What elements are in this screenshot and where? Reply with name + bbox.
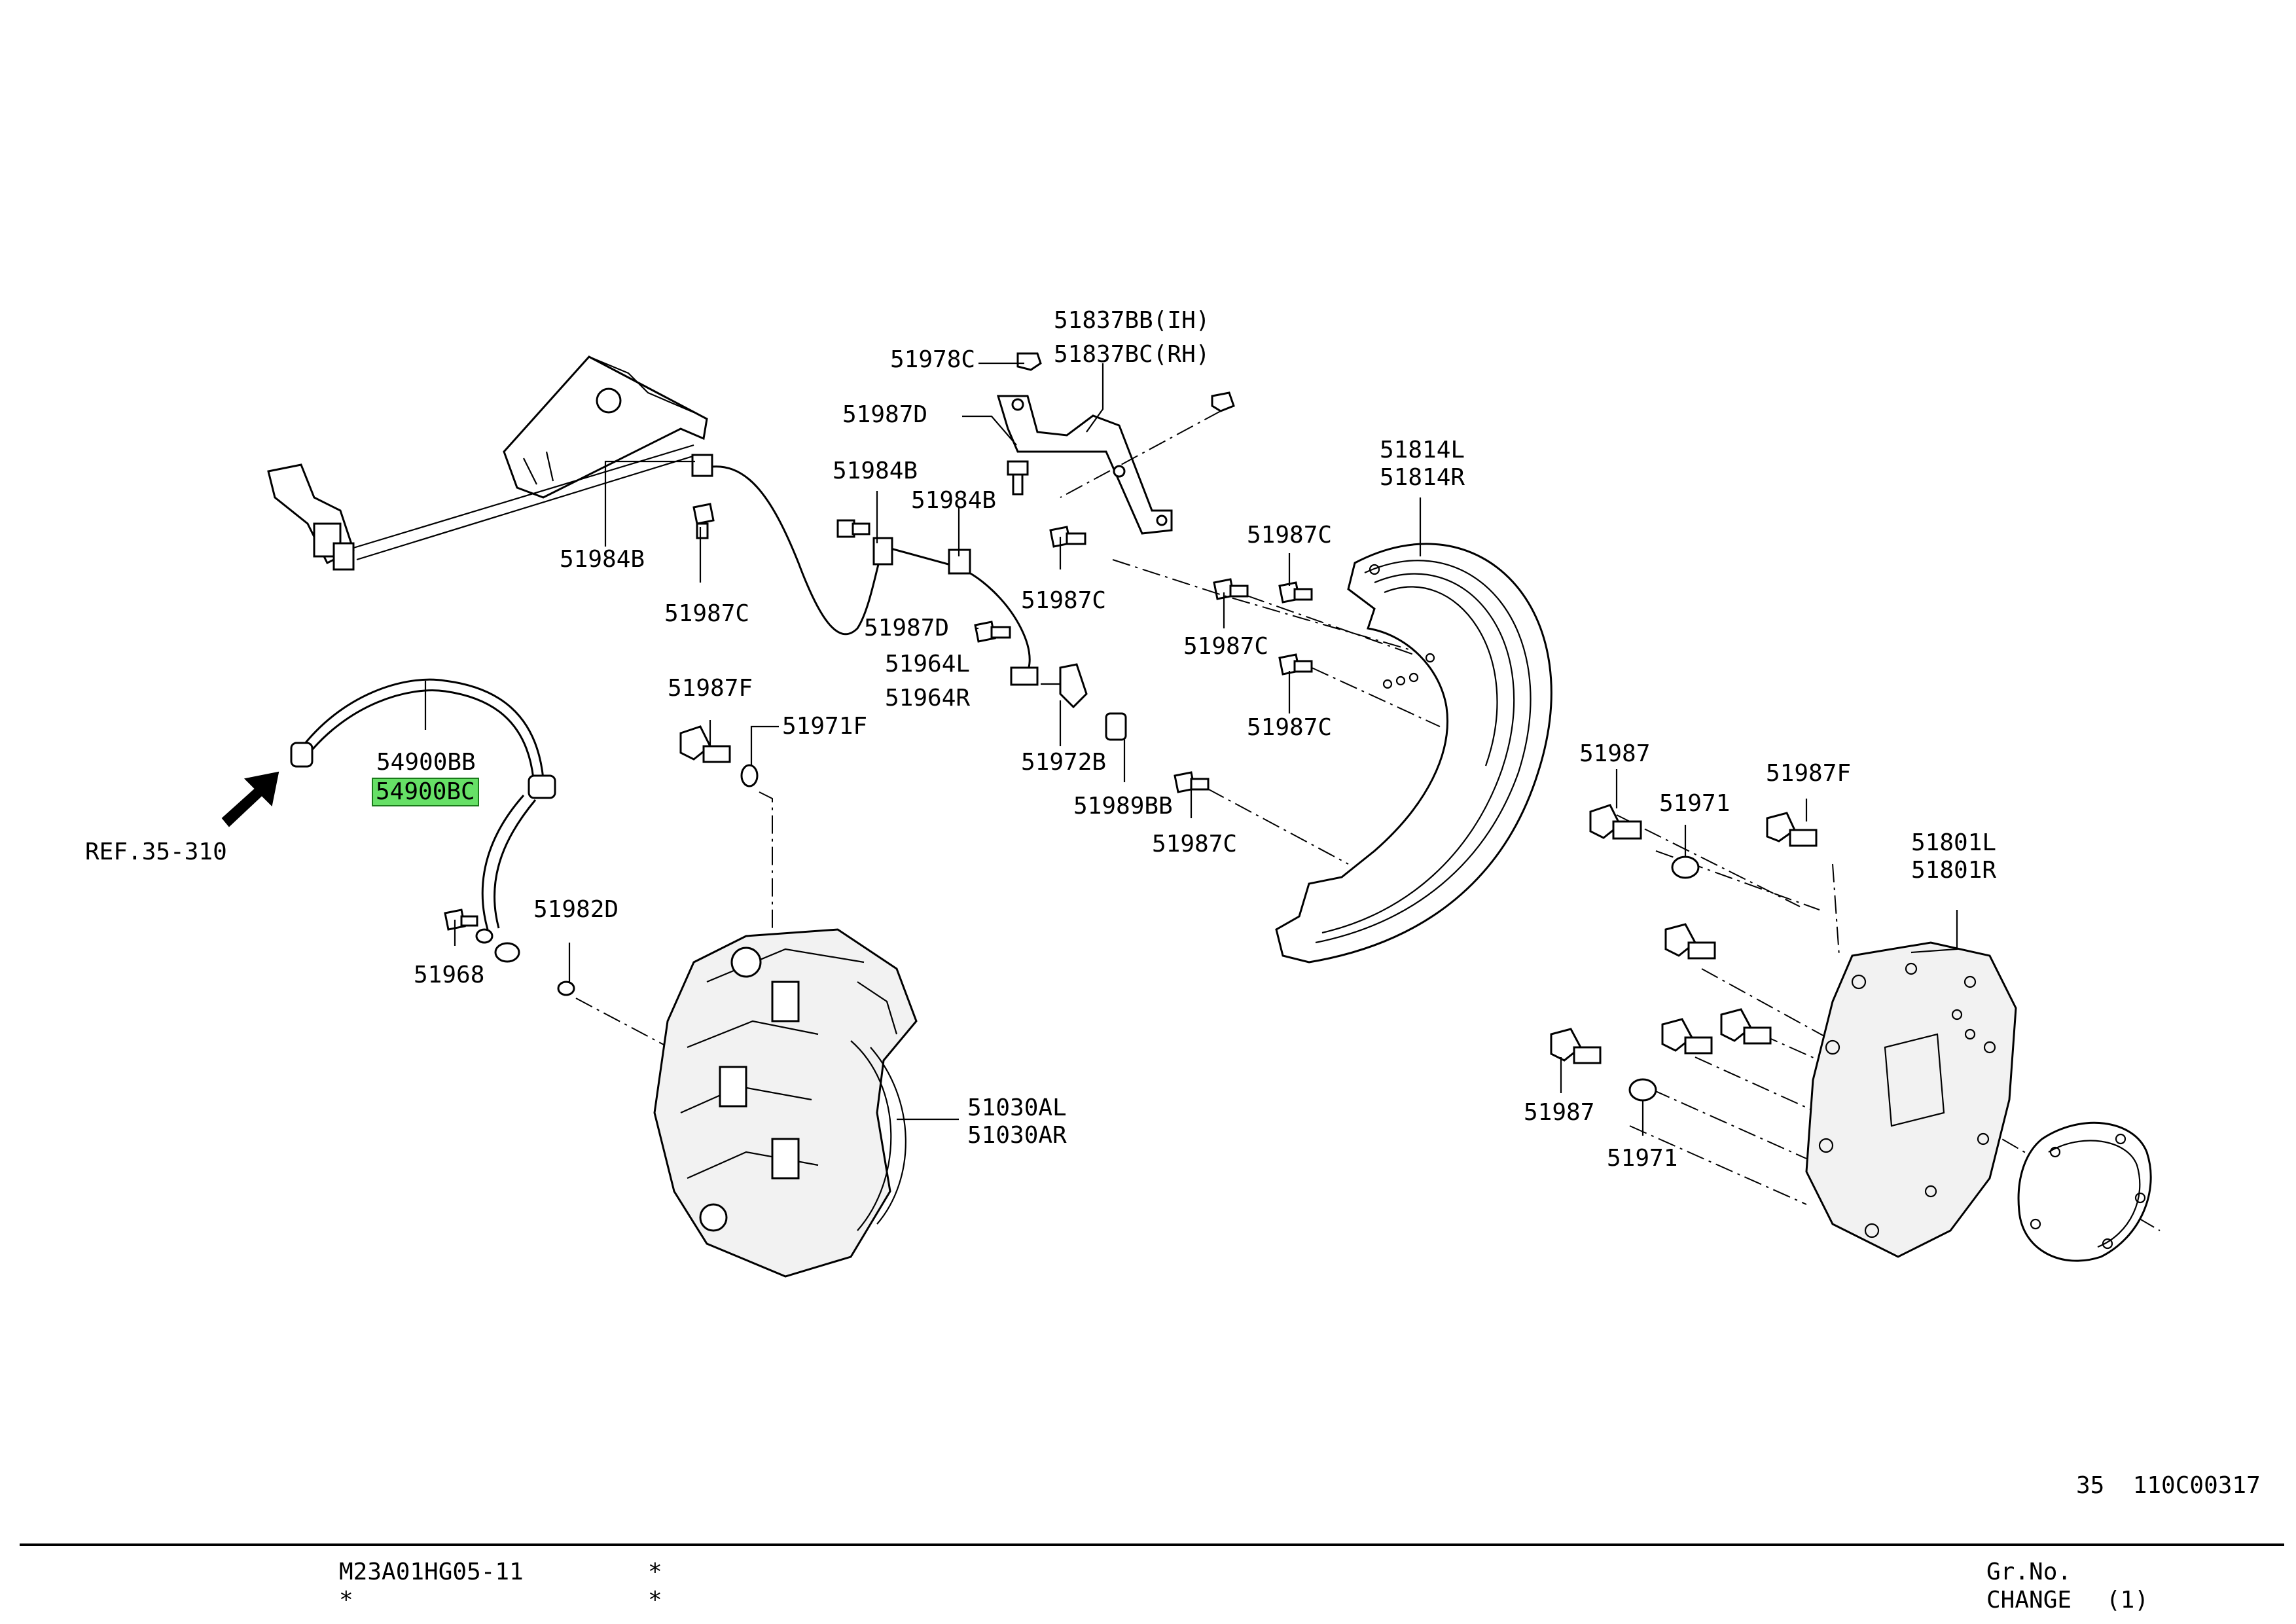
label-51030al[interactable]: 51030AL (967, 1094, 1067, 1121)
backing-plate (1805, 941, 2017, 1258)
label-51987c-left[interactable]: 51987C (664, 600, 750, 627)
right-side-fasteners (1550, 804, 1818, 1102)
label-51978c[interactable]: 51978C (890, 346, 976, 373)
label-51971f[interactable]: 51971F (782, 713, 868, 740)
label-51987d-top[interactable]: 51987D (842, 401, 928, 428)
footer-mark: * (648, 1587, 662, 1614)
label-51971-lower[interactable]: 51971 (1607, 1145, 1678, 1172)
ref-arrow (221, 771, 279, 827)
label-51030ar[interactable]: 51030AR (967, 1122, 1067, 1149)
label-51964r[interactable]: 51964R (885, 685, 971, 712)
footer-gr-no-label: Gr.No. (1986, 1559, 2072, 1585)
footer-change-label: CHANGE (1986, 1587, 2072, 1614)
footer-model-code: M23A01HG05-11 (339, 1559, 524, 1585)
label-51968[interactable]: 51968 (414, 962, 485, 988)
label-51972b[interactable]: 51972B (1021, 749, 1107, 776)
label-51964l[interactable]: 51964L (885, 651, 971, 677)
footer-mark: * (339, 1587, 353, 1614)
label-51987f-left[interactable]: 51987F (668, 675, 753, 702)
label-51987-lower[interactable]: 51987 (1524, 1099, 1595, 1126)
label-51982d[interactable]: 51982D (533, 896, 619, 923)
label-51814r[interactable]: 51814R (1380, 464, 1465, 491)
label-51801r[interactable]: 51801R (1911, 857, 1997, 884)
label-51984b-right[interactable]: 51984B (911, 487, 997, 514)
label-51987c-cover-mid[interactable]: 51987C (1183, 633, 1269, 660)
label-51984b-left[interactable]: 51984B (560, 546, 645, 573)
bracket-51837 (996, 395, 1173, 535)
label-54900bc-highlighted[interactable]: 54900BC (372, 778, 479, 806)
footer-mark: * (648, 1559, 662, 1585)
brake-pipe (703, 465, 885, 636)
label-51987-upper[interactable]: 51987 (1579, 740, 1651, 767)
label-51987f-right[interactable]: 51987F (1766, 760, 1852, 787)
washer-51971f (740, 764, 759, 787)
leader-lines (424, 362, 1958, 1136)
label-51837bc[interactable]: 51837BC(RH) (1054, 341, 1210, 368)
brake-caliper (653, 928, 918, 1278)
gasket-ring (2017, 1121, 2152, 1262)
label-51971-upper[interactable]: 51971 (1659, 790, 1731, 817)
label-51987c-cover-low[interactable]: 51987C (1247, 714, 1333, 741)
label-51987c-bottom[interactable]: 51987C (1152, 831, 1238, 857)
brake-pipe-bracket (267, 355, 708, 571)
label-51801l[interactable]: 51801L (1911, 829, 1997, 856)
label-51814l[interactable]: 51814L (1380, 437, 1465, 463)
label-51837bb[interactable]: 51837BB(IH) (1054, 307, 1210, 334)
clip-51984b-a (691, 454, 713, 477)
label-51987c-mid[interactable]: 51987C (1021, 587, 1107, 614)
label-ref-35-310[interactable]: REF.35-310 (85, 839, 227, 865)
drawing-code: 35 110C00317 (2076, 1472, 2261, 1499)
footer-change-value: (1) (2106, 1587, 2149, 1614)
dust-cover (1275, 543, 1552, 964)
label-51984b-mid[interactable]: 51984B (833, 458, 918, 484)
label-51987d-mid[interactable]: 51987D (864, 615, 950, 641)
label-54900bb[interactable]: 54900BB (376, 749, 476, 776)
label-51987c-upper-right[interactable]: 51987C (1247, 522, 1333, 549)
label-51989bb[interactable]: 51989BB (1073, 793, 1173, 820)
brake-hose (290, 678, 575, 996)
